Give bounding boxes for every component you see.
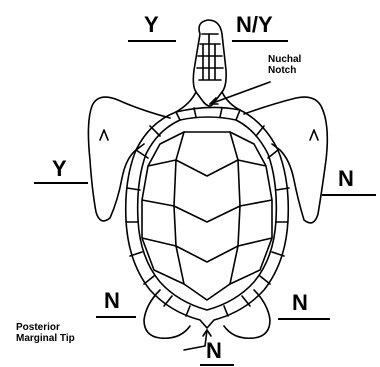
posterior-marginal-tip-label: Posterior Marginal Tip	[16, 322, 75, 344]
front-right-flipper	[244, 97, 327, 223]
nuchal-pointer	[210, 82, 270, 104]
nuchal-label-line2: Notch	[268, 65, 301, 76]
underline-rear-right	[278, 318, 330, 320]
posterior-label-line1: Posterior	[16, 322, 75, 333]
underline-left-flipper	[34, 182, 88, 184]
posterior-pointer	[184, 330, 207, 350]
label-rear-right: N	[292, 292, 308, 314]
label-right-flipper: N	[338, 168, 354, 190]
posterior-label-line2: Marginal Tip	[16, 333, 75, 344]
label-top-right: N/Y	[236, 14, 273, 36]
left-flipper-arrow	[100, 130, 108, 140]
underline-bottom	[200, 364, 234, 366]
nuchal-label-line1: Nuchal	[268, 54, 301, 65]
underline-top-left	[128, 40, 176, 42]
label-top-left: Y	[144, 14, 159, 36]
turtle-shell	[126, 107, 289, 328]
right-flipper-arrow	[310, 130, 318, 140]
label-left-flipper: Y	[52, 158, 67, 180]
head-scutes	[197, 34, 223, 80]
nuchal-notch-label: Nuchal Notch	[268, 54, 301, 76]
underline-top-right	[232, 40, 288, 42]
label-rear-left: N	[104, 290, 120, 312]
label-bottom: N	[206, 340, 222, 362]
underline-right-flipper	[322, 194, 376, 196]
underline-rear-left	[96, 316, 136, 318]
vertebral-scutes	[174, 132, 240, 300]
